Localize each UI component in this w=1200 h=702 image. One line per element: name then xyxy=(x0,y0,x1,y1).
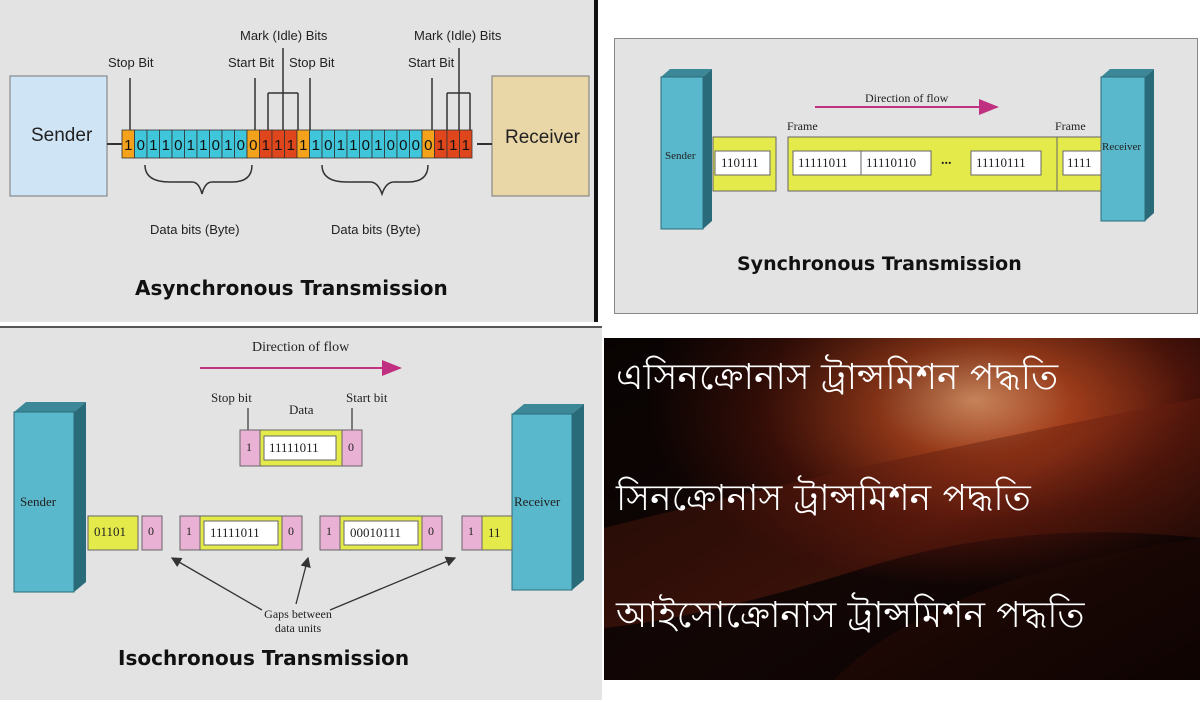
iso-unit1-start: 0 xyxy=(148,524,154,538)
bangla-line-async: এসিনক্রোনাস ট্রান্সমিশন পদ্ধতি xyxy=(616,357,1059,398)
iso-sender-label: Sender xyxy=(20,494,57,509)
bangla-panel: এসিনক্রোনাস ট্রান্সমিশন পদ্ধতি সিনক্রোনা… xyxy=(604,338,1200,680)
async-stop-bit-label-2: Stop Bit xyxy=(289,55,335,70)
async-receiver-box xyxy=(491,75,590,197)
iso-data-label: Data xyxy=(289,402,314,417)
iso-start-bit-label: Start bit xyxy=(346,390,388,405)
sync-title: Synchronous Transmission xyxy=(737,253,1022,275)
async-sender-label: Sender xyxy=(31,125,93,146)
iso-unit3-stop: 1 xyxy=(326,524,332,538)
async-bit-text: 1 xyxy=(162,137,170,154)
iso-unit4-stop: 1 xyxy=(468,524,474,538)
async-bit-text: 1 xyxy=(149,137,157,154)
async-bit-text: 1 xyxy=(462,137,470,154)
async-bit-text: 1 xyxy=(224,137,232,154)
async-bit-cell xyxy=(459,129,473,159)
async-bit-text: 0 xyxy=(137,137,145,154)
iso-diagram xyxy=(13,360,584,611)
iso-unit2-start: 0 xyxy=(288,524,294,538)
sync-panel: Direction of flow Frame Frame Sender Rec… xyxy=(614,38,1198,314)
sync-sender-box xyxy=(660,76,704,230)
bangla-line-sync: সিনক্রোনাস ট্রান্সমিশন পদ্ধতি xyxy=(616,478,1031,519)
async-mark-idle-label-2: Mark (Idle) Bits xyxy=(414,28,502,43)
sync-sender-label: Sender xyxy=(665,150,696,162)
sync-cell-4: 11110111 xyxy=(976,155,1026,170)
iso-sender-box xyxy=(13,411,75,593)
async-bit-text: 0 xyxy=(387,137,395,154)
async-bit-text: 1 xyxy=(312,137,320,154)
sync-cell-5: 1111 xyxy=(1067,155,1092,170)
async-bit-text: 1 xyxy=(124,137,132,154)
async-bit-text: 1 xyxy=(187,137,195,154)
async-receiver-label: Receiver xyxy=(505,127,580,148)
sync-frame-label-1: Frame xyxy=(787,119,818,133)
bangla-line-iso: আইসোক্রোনাস ট্রান্সমিশন পদ্ধতি xyxy=(616,595,1085,636)
async-start-bit-label-2: Start Bit xyxy=(408,55,455,70)
async-stop-bit-label-1: Stop Bit xyxy=(108,55,154,70)
async-data-bits-label-2: Data bits (Byte) xyxy=(331,222,421,237)
async-bit-text: 0 xyxy=(212,137,220,154)
iso-unit4-data: 11 xyxy=(488,525,501,540)
iso-stop-bit-label: Stop bit xyxy=(211,390,252,405)
sync-direction-label: Direction of flow xyxy=(865,91,949,105)
bangla-background-image xyxy=(604,338,1200,680)
async-bit-text: 0 xyxy=(237,137,245,154)
iso-title: Isochronous Transmission xyxy=(118,646,410,670)
iso-gaps-label: Gaps between data units xyxy=(264,607,332,635)
async-start-bit-label-1: Start Bit xyxy=(228,55,275,70)
iso-top-start: 0 xyxy=(348,440,354,454)
iso-top-data: 11111011 xyxy=(269,440,319,455)
async-bit-text: 1 xyxy=(299,137,307,154)
iso-unit2-data: 11111011 xyxy=(210,525,260,540)
async-bit-text: 1 xyxy=(374,137,382,154)
sync-cell-1: 110111 xyxy=(721,155,759,170)
async-bit-text: 1 xyxy=(449,137,457,154)
async-bit-text: 0 xyxy=(424,137,432,154)
sync-receiver-label: Receiver xyxy=(1102,141,1142,153)
async-mark-idle-label-1: Mark (Idle) Bits xyxy=(240,28,328,43)
async-bit-text: 1 xyxy=(349,137,357,154)
sync-cell-3: 11110110 xyxy=(866,155,917,170)
async-title: Asynchronous Transmission xyxy=(135,276,448,300)
iso-unit2-stop: 1 xyxy=(186,524,192,538)
iso-receiver-label: Receiver xyxy=(514,494,561,509)
iso-unit1-data: 01101 xyxy=(94,524,127,539)
iso-direction-label: Direction of flow xyxy=(252,340,350,355)
sync-frame-label-2: Frame xyxy=(1055,119,1086,133)
iso-top-stop: 1 xyxy=(246,440,252,454)
sync-cell-2: 11111011 xyxy=(798,155,848,170)
async-bit-text: 0 xyxy=(399,137,407,154)
async-bit-text: 0 xyxy=(362,137,370,154)
iso-unit3-start: 0 xyxy=(428,524,434,538)
sync-outer: Direction of flow Frame Frame Sender Rec… xyxy=(602,0,1200,322)
sync-diagram xyxy=(660,69,1154,230)
async-bit-text: 1 xyxy=(287,137,295,154)
async-bit-text: 0 xyxy=(324,137,332,154)
iso-panel: Direction of flow Stop bit Data Start bi… xyxy=(0,326,602,700)
sync-receiver-box xyxy=(1100,76,1146,222)
async-bit-text: 1 xyxy=(337,137,345,154)
async-bit-text: 0 xyxy=(174,137,182,154)
sync-cell-ellipsis: ... xyxy=(941,153,952,168)
async-bit-text: 1 xyxy=(274,137,282,154)
async-data-bits-label-1: Data bits (Byte) xyxy=(150,222,240,237)
async-bit-text: 1 xyxy=(199,137,207,154)
async-bit-text: 0 xyxy=(249,137,257,154)
async-sender-box xyxy=(9,75,108,197)
iso-receiver-box xyxy=(511,413,573,591)
iso-unit3-data: 00010111 xyxy=(350,525,402,540)
async-bit-text: 1 xyxy=(437,137,445,154)
async-bit-text: 1 xyxy=(262,137,270,154)
async-bit-text: 0 xyxy=(412,137,420,154)
